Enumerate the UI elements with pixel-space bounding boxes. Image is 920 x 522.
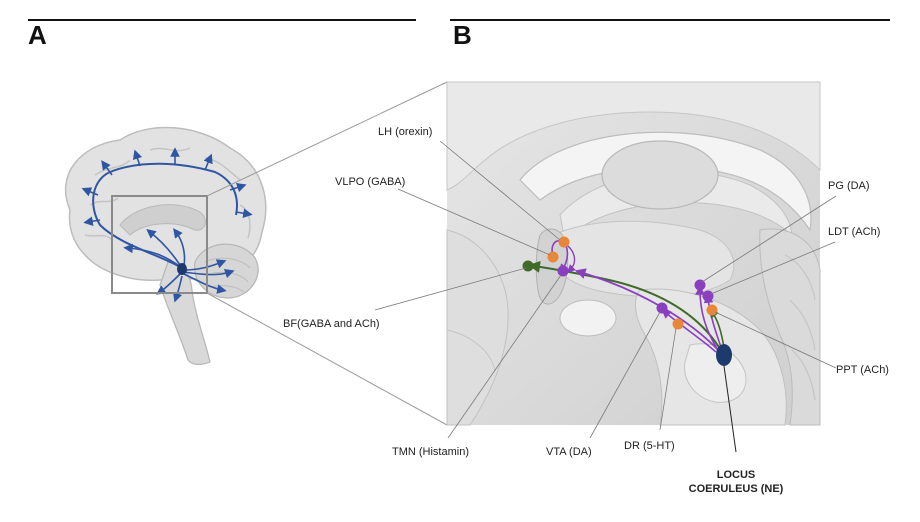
label-dr: DR (5-HT) xyxy=(624,440,675,452)
ppt-dot xyxy=(706,304,718,316)
label-vta: VTA (DA) xyxy=(546,446,592,458)
tmn-dot xyxy=(557,265,569,277)
label-pg: PG (DA) xyxy=(828,180,870,192)
lh-dot xyxy=(558,236,570,248)
label-lc-line2: COERULEUS (NE) xyxy=(688,483,784,495)
panel-letter-b: B xyxy=(453,20,472,50)
label-vlpo: VLPO (GABA) xyxy=(335,176,406,188)
vta-dot xyxy=(656,302,668,314)
small-lc-dot xyxy=(177,263,187,275)
label-locus-coeruleus: LOCUS COERULEUS (NE) xyxy=(686,468,786,496)
label-ldt: LDT (ACh) xyxy=(828,226,881,238)
vlpo-dot xyxy=(547,251,559,263)
ldt-dot xyxy=(702,290,714,302)
bf-dot xyxy=(522,260,534,272)
panel-letter-a: A xyxy=(28,20,47,50)
top-rule-right xyxy=(450,19,890,21)
label-lh: LH (orexin) xyxy=(378,126,433,138)
dr-dot xyxy=(672,318,684,330)
pg-dot xyxy=(694,279,706,291)
label-ppt: PPT (ACh) xyxy=(836,364,889,376)
top-rule-left xyxy=(28,19,416,21)
lc-dot xyxy=(716,344,732,366)
label-bf: BF(GABA and ACh) xyxy=(283,318,380,330)
label-lc-line1: LOCUS xyxy=(716,469,756,481)
zoomed-brain xyxy=(446,81,821,426)
small-brain xyxy=(64,126,267,366)
label-tmn: TMN (Histamin) xyxy=(392,446,469,458)
